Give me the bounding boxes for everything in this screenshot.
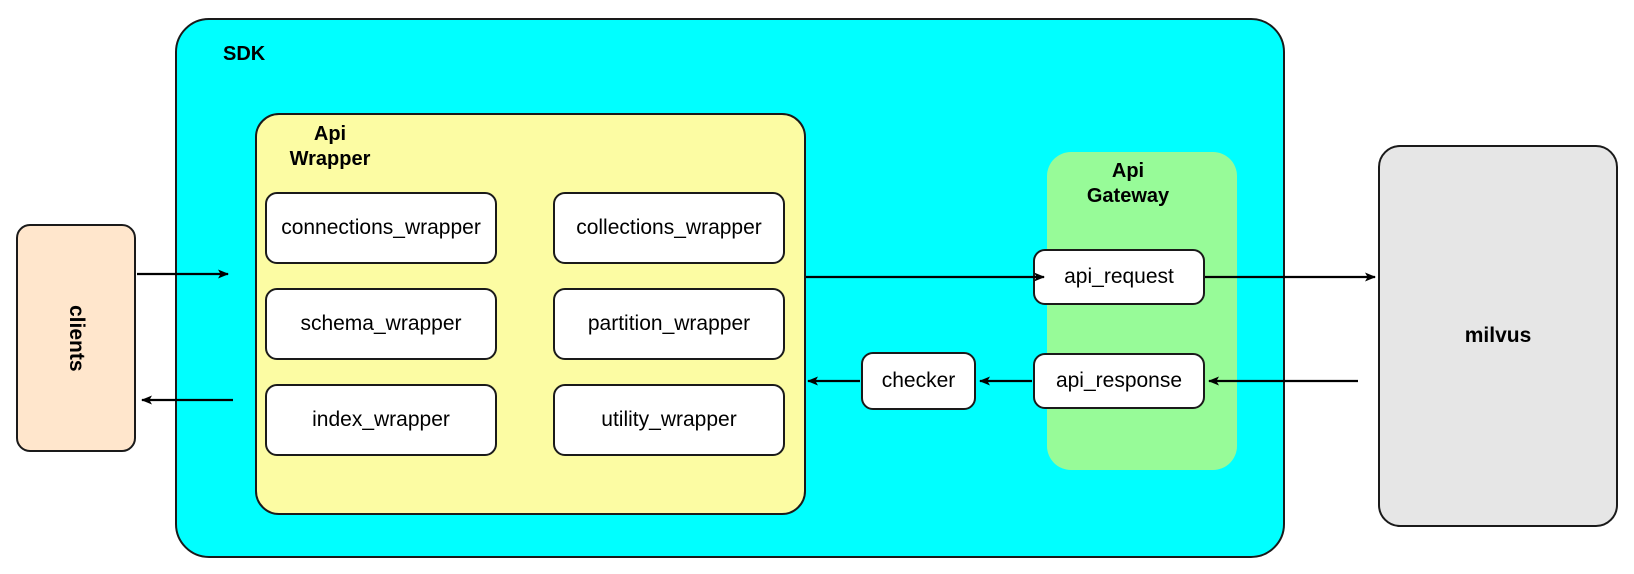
node-checker[interactable]: checker — [861, 352, 976, 410]
node-label: index_wrapper — [312, 408, 450, 431]
node-label: connections_wrapper — [281, 216, 481, 239]
node-api-response[interactable]: api_response — [1033, 353, 1205, 409]
node-partition-wrapper[interactable]: partition_wrapper — [553, 288, 785, 360]
node-schema-wrapper[interactable]: schema_wrapper — [265, 288, 497, 360]
container-api-gateway-label: Api Gateway — [1086, 160, 1170, 207]
node-label: schema_wrapper — [300, 312, 462, 335]
node-label: checker — [881, 369, 956, 392]
container-sdk-label: SDK — [223, 43, 266, 65]
container-api-gateway[interactable]: Api Gateway — [1047, 152, 1237, 470]
container-api-wrapper-label: Api Wrapper — [289, 123, 371, 170]
node-index-wrapper[interactable]: index_wrapper — [265, 384, 497, 456]
node-utility-wrapper[interactable]: utility_wrapper — [553, 384, 785, 456]
node-clients[interactable]: clients — [16, 224, 136, 452]
node-label: api_response — [1055, 369, 1183, 392]
node-label: milvus — [1464, 324, 1532, 347]
node-label: api_request — [1064, 265, 1174, 288]
node-label: utility_wrapper — [601, 408, 737, 431]
node-label: collections_wrapper — [576, 216, 762, 239]
node-connections-wrapper[interactable]: connections_wrapper — [265, 192, 497, 264]
node-milvus[interactable]: milvus — [1378, 145, 1618, 527]
node-api-request[interactable]: api_request — [1033, 249, 1205, 305]
node-label: clients — [65, 304, 88, 372]
node-collections-wrapper[interactable]: collections_wrapper — [553, 192, 785, 264]
node-label: partition_wrapper — [587, 312, 751, 335]
